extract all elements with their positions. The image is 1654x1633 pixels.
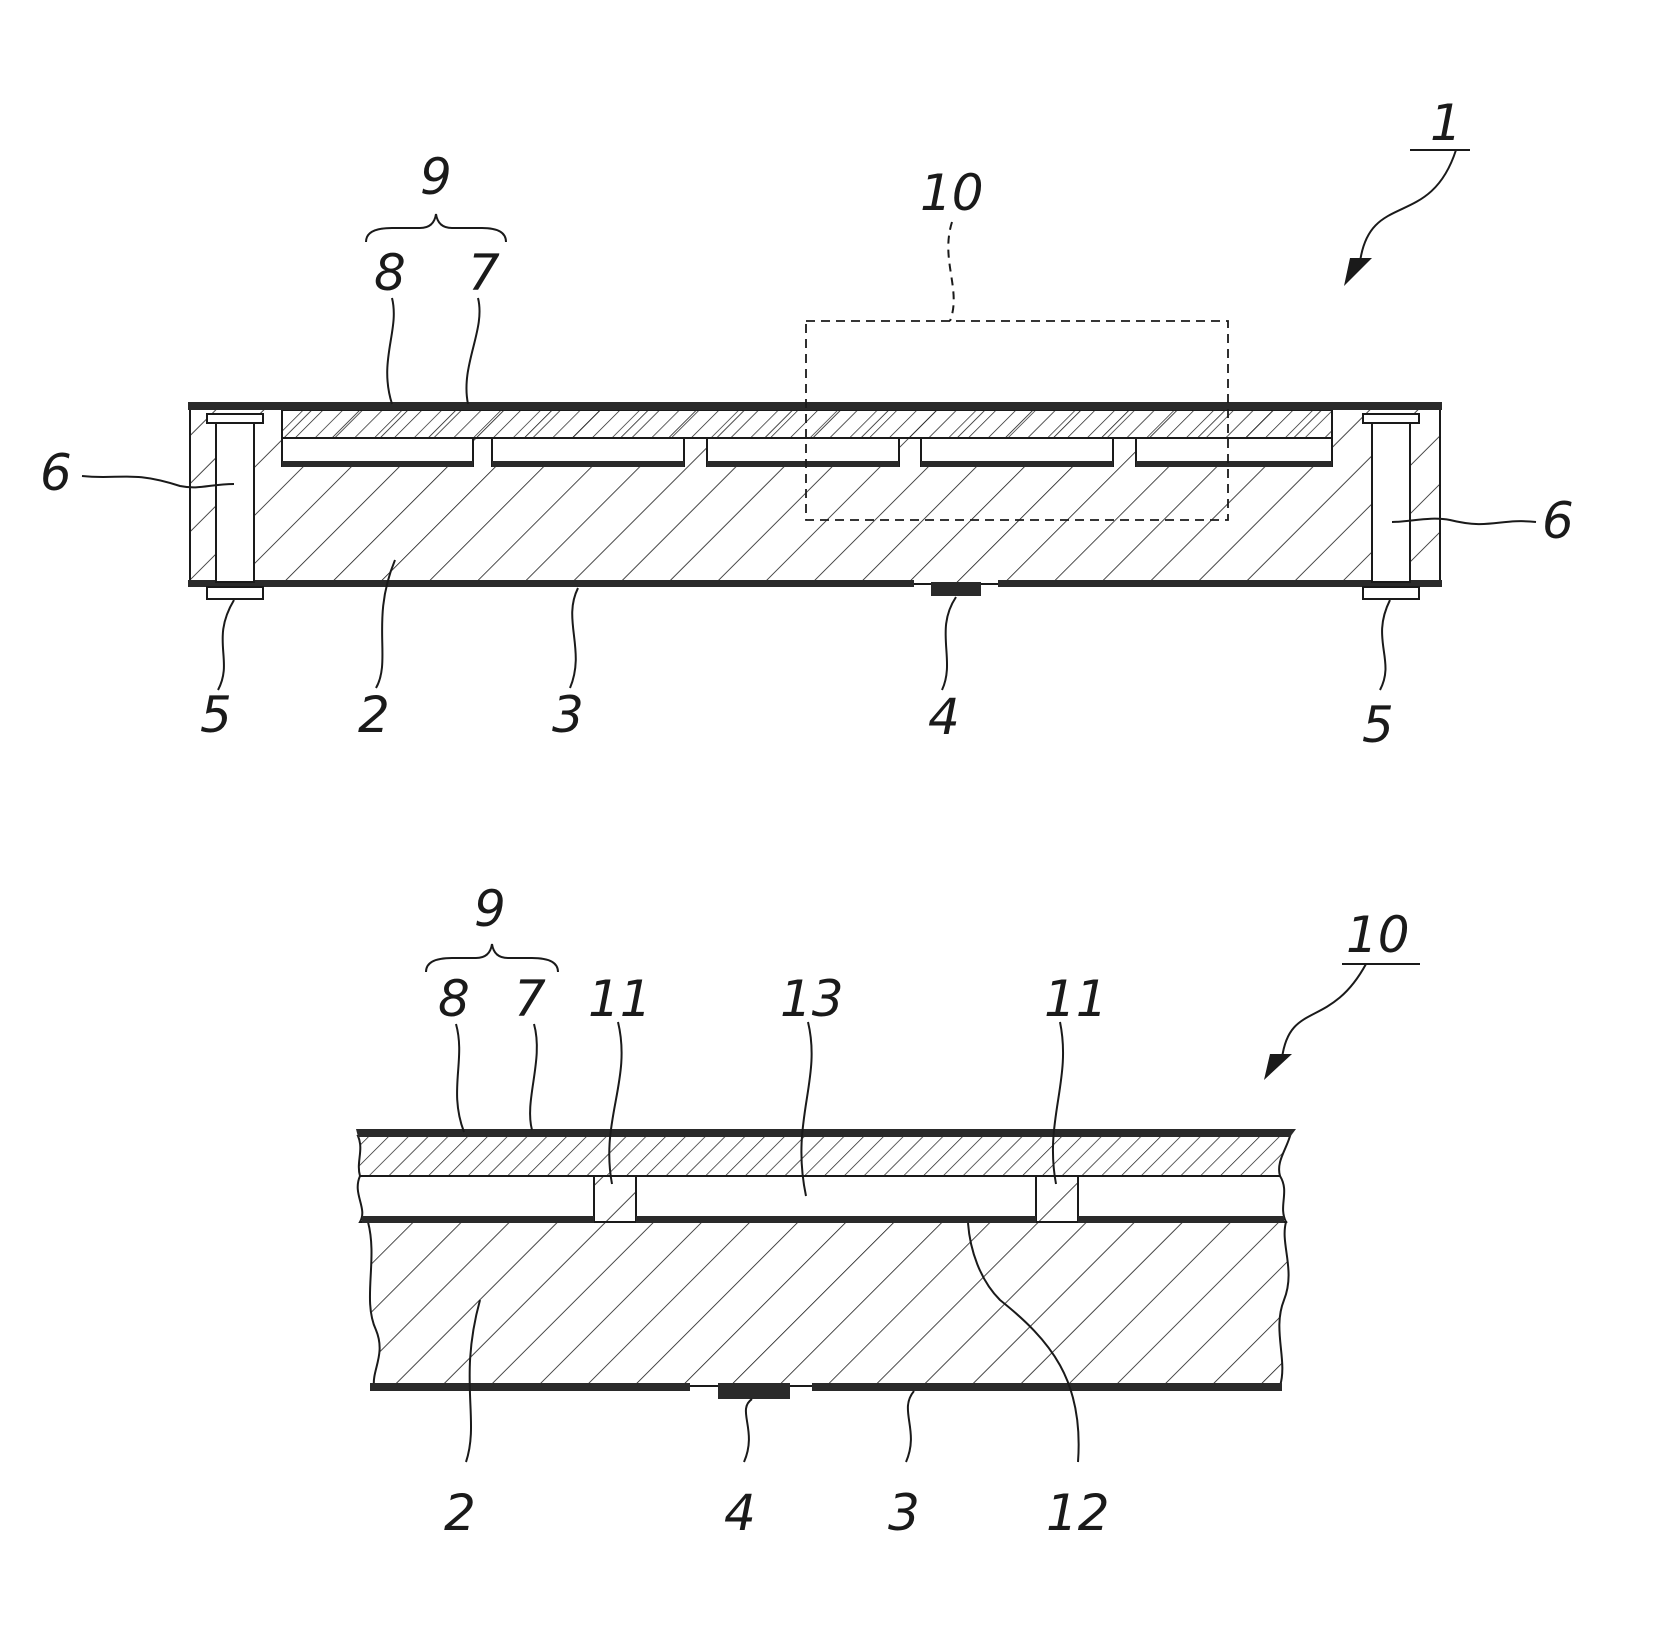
- top-label-8: 8: [374, 244, 406, 302]
- bottom-label-11-right: 11: [1044, 970, 1108, 1028]
- bottom-label-13: 13: [780, 970, 844, 1028]
- bottom-cavity-row: [358, 1176, 1286, 1222]
- bottom-label-2: 2: [444, 1484, 476, 1542]
- bottom-film-3-right: [812, 1383, 1282, 1391]
- bottom-gap-right: [1036, 1176, 1078, 1222]
- bottom-label-12: 12: [1046, 1484, 1110, 1542]
- bottom-center-pad: [718, 1383, 790, 1399]
- top-label-3: 3: [552, 686, 584, 744]
- bottom-label-8: 8: [438, 970, 470, 1028]
- top-label-6-right: 6: [1542, 492, 1574, 550]
- top-center-pad: [931, 582, 981, 596]
- top-label-6-left: 6: [40, 444, 72, 502]
- bottom-cavity-floor-center: [636, 1216, 1036, 1223]
- bottom-gap-left: [594, 1176, 636, 1222]
- bottom-cavity-floor-left: [362, 1216, 594, 1223]
- bottom-label-11-left: 11: [588, 970, 652, 1028]
- top-film-3-left: [188, 580, 914, 587]
- top-pad-left: [207, 587, 263, 599]
- top-label-5-right: 5: [1362, 696, 1394, 754]
- bottom-layer-8: [358, 1136, 1290, 1176]
- bottom-label-4: 4: [724, 1484, 756, 1542]
- top-figure: 1 9 8 7 10 6 6 5 2 3 4 5: [40, 94, 1574, 754]
- top-layer-8: [282, 410, 1332, 438]
- bottom-film-3-left: [370, 1383, 690, 1391]
- bottom-cavity-floor-right: [1078, 1216, 1284, 1223]
- top-pad-right: [1363, 587, 1419, 599]
- bottom-label-9: 9: [474, 880, 506, 938]
- bottom-label-7: 7: [514, 970, 546, 1028]
- bottom-figure: 10 9 8 7 11 13 11 2 4 3 12: [356, 880, 1420, 1542]
- top-cavities: [282, 438, 1332, 467]
- top-label-10: 10: [920, 164, 984, 222]
- bottom-label-3: 3: [888, 1484, 920, 1542]
- top-label-4: 4: [928, 688, 960, 746]
- top-label-5-left: 5: [200, 686, 232, 744]
- top-label-1: 1: [1430, 94, 1462, 152]
- bottom-film-7: [356, 1129, 1296, 1137]
- bottom-substrate: [368, 1222, 1289, 1386]
- top-via-left: [216, 420, 254, 582]
- top-film-7: [188, 402, 1442, 410]
- top-label-9: 9: [420, 148, 452, 206]
- bottom-label-10: 10: [1346, 906, 1410, 964]
- top-label-7: 7: [468, 244, 500, 302]
- top-via-right: [1372, 420, 1410, 582]
- top-label-2: 2: [358, 686, 390, 744]
